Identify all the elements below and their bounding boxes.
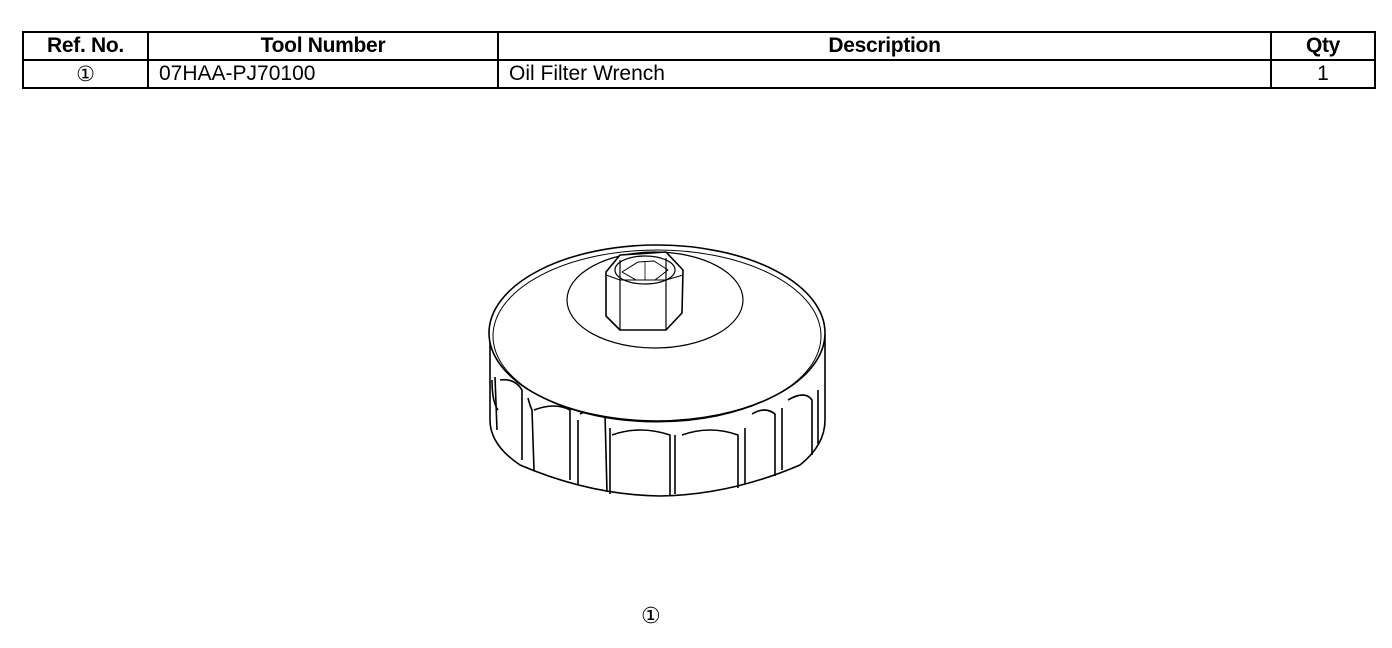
header-tool-number: Tool Number	[147, 31, 499, 61]
header-ref-no: Ref. No.	[22, 31, 149, 61]
table-row: ① 07HAA-PJ70100 Oil Filter Wrench 1	[22, 59, 1376, 89]
table-header-row: Ref. No. Tool Number Description Qty	[22, 31, 1376, 61]
cell-qty: 1	[1270, 59, 1376, 89]
cell-tool-number: 07HAA-PJ70100	[147, 59, 499, 89]
special-tools-table: Ref. No. Tool Number Description Qty ① 0…	[22, 31, 1376, 89]
cell-description: Oil Filter Wrench	[497, 59, 1272, 89]
oil-filter-wrench-icon	[488, 244, 826, 497]
header-description: Description	[497, 31, 1272, 61]
header-qty: Qty	[1270, 31, 1376, 61]
ref-callout-label: ①	[641, 604, 661, 629]
cell-ref-no: ①	[22, 59, 149, 89]
